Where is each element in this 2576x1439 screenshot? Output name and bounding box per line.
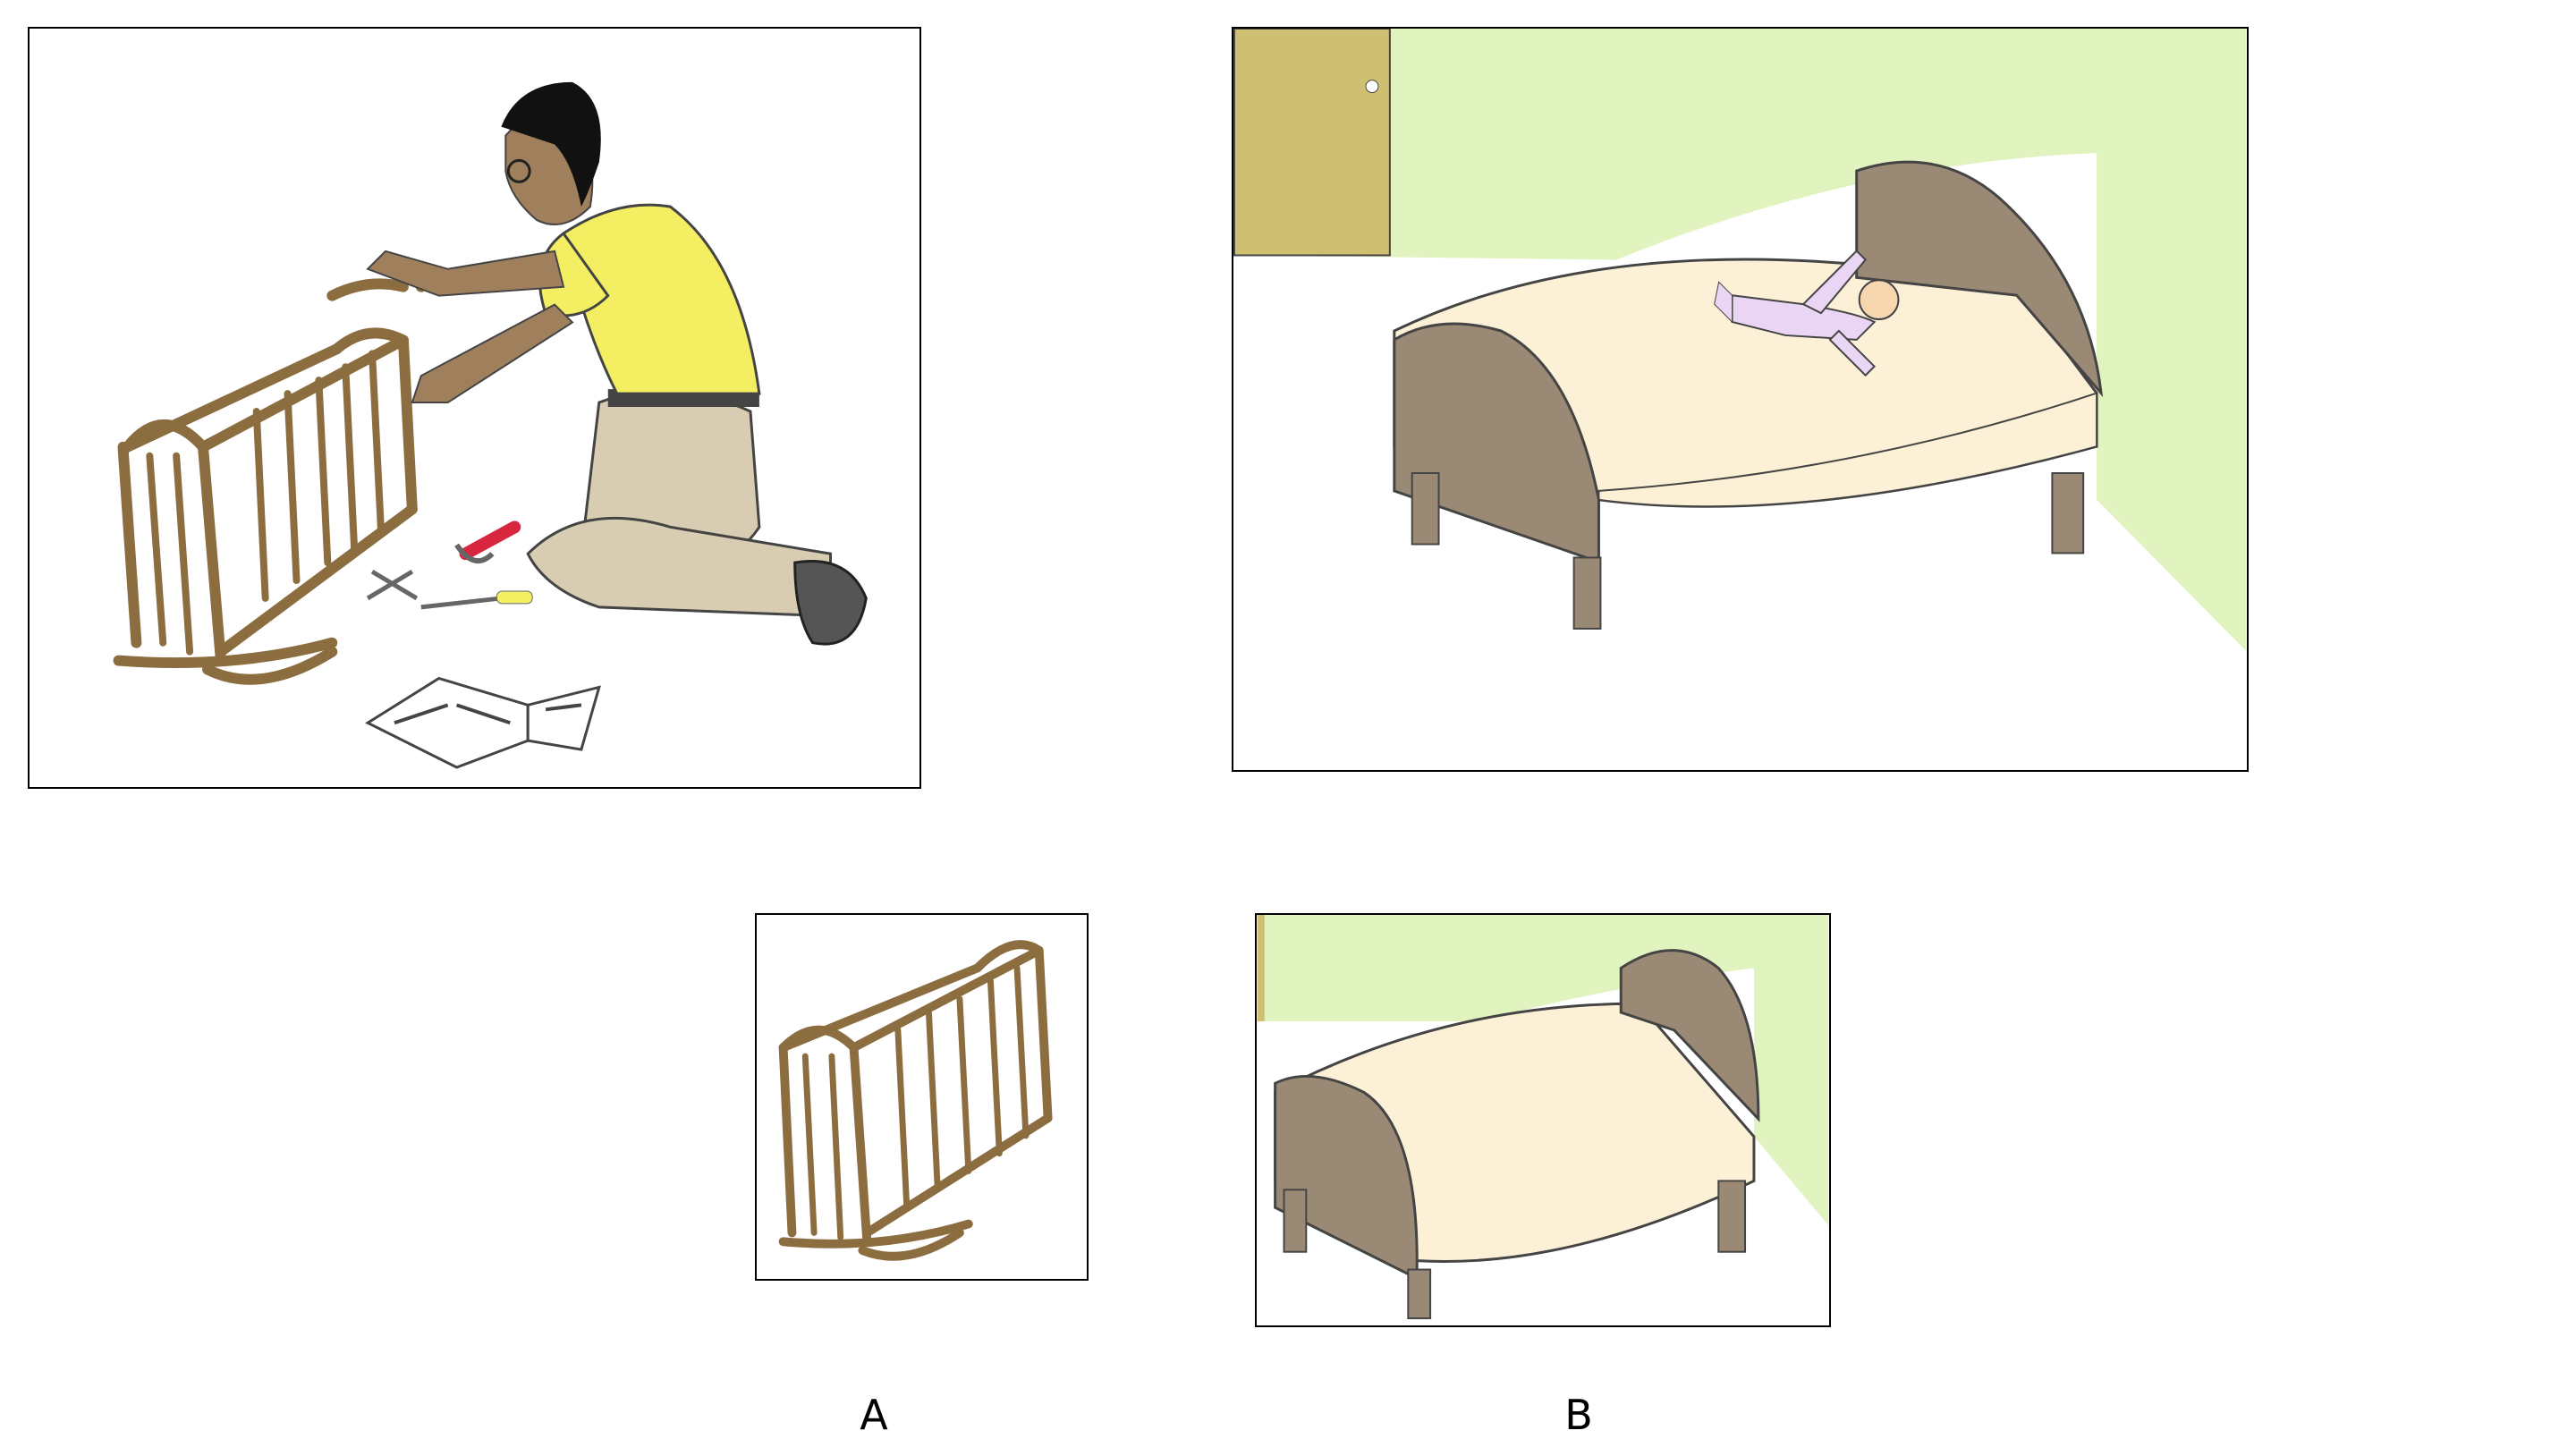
option-b-label: B <box>1564 1391 1593 1439</box>
crib-icon <box>113 261 427 685</box>
baby-icon <box>1714 250 1900 377</box>
baby-on-bed-panel <box>1232 27 2249 772</box>
man-assembling-crib-illustration-icon <box>113 81 868 769</box>
tools-icon <box>366 521 533 610</box>
man-icon <box>366 81 868 646</box>
option-a-label: A <box>860 1391 888 1439</box>
man-assembling-crib-panel <box>28 27 921 789</box>
bed-icon <box>1257 915 1829 1325</box>
option-b-bed-panel[interactable] <box>1255 913 1831 1327</box>
instruction-manual-icon <box>365 676 601 769</box>
option-a-crib-panel[interactable] <box>755 913 1089 1281</box>
baby-on-bed-illustration-icon <box>1233 29 2247 770</box>
crib-icon <box>778 940 1053 1261</box>
